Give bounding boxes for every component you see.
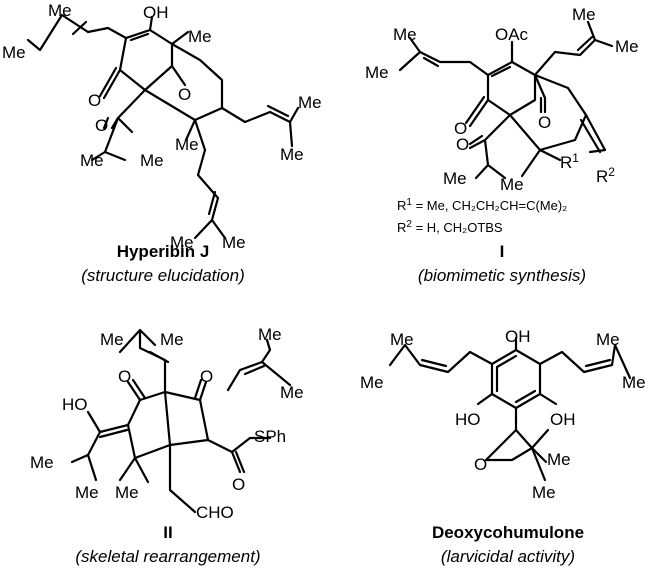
- atom-me: Me: [360, 373, 384, 392]
- atom-me: Me: [443, 169, 467, 188]
- atom-oh: OH: [505, 327, 531, 346]
- atom-me: Me: [258, 325, 282, 344]
- atom-me: Me: [80, 151, 104, 170]
- atom-o: O: [178, 85, 191, 104]
- compound-caption-ii: (skeletal rearrangement): [75, 547, 260, 566]
- compound-name-deoxycohumulone: Deoxycohumulone: [432, 523, 584, 542]
- atom-o: O: [454, 119, 467, 138]
- atom-me: Me: [175, 135, 199, 154]
- atom-o: O: [232, 475, 245, 494]
- atom-me: Me: [140, 151, 164, 170]
- atom-o: O: [538, 113, 551, 132]
- bonds-compound-i: [398, 20, 614, 180]
- atom-me: Me: [615, 37, 639, 56]
- substituent-note-r1: R1 = Me, CH₂CH₂CH=C(Me)₂: [397, 197, 567, 213]
- atom-r2: R2: [596, 165, 615, 186]
- atom-me: Me: [75, 483, 99, 502]
- atom-o: O: [95, 116, 108, 135]
- atom-me: Me: [572, 5, 596, 24]
- atom-me: Me: [365, 63, 389, 82]
- atom-me: Me: [222, 233, 246, 252]
- note-r2-text: = H, CH₂OTBS: [412, 220, 503, 235]
- atom-me: Me: [2, 43, 26, 62]
- compound-caption-deoxycohumulone: (larvicidal activity): [441, 547, 575, 566]
- atom-me: Me: [390, 330, 414, 349]
- compound-name-ii: II: [163, 523, 172, 542]
- atom-me: Me: [532, 483, 556, 502]
- atom-me: Me: [115, 483, 139, 502]
- note-r1-text: = Me, CH₂CH₂CH=C(Me)₂: [412, 198, 567, 213]
- atom-ho: HO: [62, 395, 88, 414]
- structure-compound-ii: Me Me Me Me HO O O SPh Me Me Me O CHO II…: [30, 325, 304, 566]
- atom-cho: CHO: [196, 503, 234, 522]
- structure-compound-i: OAc Me Me Me Me O O O R1 R2 Me Me R1 = M…: [365, 5, 639, 285]
- compound-caption-hyperibin-j: (structure elucidation): [81, 266, 244, 285]
- atom-me: Me: [100, 330, 124, 349]
- atom-me: Me: [188, 27, 212, 46]
- atom-me: Me: [280, 145, 304, 164]
- compound-caption-i: (biomimetic synthesis): [418, 266, 586, 285]
- structure-hyperibin-j: OH Me Me Me O O O Me Me Me Me Me Me Me H…: [2, 1, 322, 285]
- atom-o: O: [456, 135, 469, 154]
- structure-deoxycohumulone: OH Me Me Me Me HO OH O Me Me Deoxycohumu…: [360, 327, 646, 566]
- atom-o: O: [474, 455, 487, 474]
- atom-me: Me: [622, 373, 646, 392]
- compound-name-i: I: [500, 242, 505, 261]
- atom-ho: HO: [455, 410, 481, 429]
- atom-me: Me: [500, 175, 524, 194]
- atom-me: Me: [298, 93, 322, 112]
- bonds-deoxycohumulone: [388, 336, 632, 482]
- note-r2-symbol: R: [397, 220, 406, 235]
- atom-oh: OH: [143, 3, 169, 22]
- compound-name-hyperibin-j: Hyperibin J: [117, 242, 210, 261]
- atom-me: Me: [393, 25, 417, 44]
- atom-oh: OH: [550, 410, 576, 429]
- atom-me: Me: [30, 453, 54, 472]
- atom-o: O: [118, 367, 131, 386]
- bonds-hyperibin-j: [26, 13, 300, 240]
- atom-me: Me: [160, 330, 184, 349]
- atom-me: Me: [596, 330, 620, 349]
- note-r2-sup: 2: [406, 219, 412, 230]
- note-r1-sup: 1: [406, 197, 412, 208]
- atom-me: Me: [547, 450, 571, 469]
- atom-o: O: [88, 91, 101, 110]
- atom-me: Me: [280, 383, 304, 402]
- atom-sph: SPh: [254, 427, 286, 446]
- bonds-compound-ii: [70, 328, 292, 514]
- atom-me: Me: [170, 233, 194, 252]
- substituent-note-r2: R2 = H, CH₂OTBS: [397, 219, 503, 235]
- atom-me: Me: [48, 1, 72, 20]
- atom-oac: OAc: [495, 25, 529, 44]
- atom-r1: R1: [560, 151, 579, 172]
- note-r1-symbol: R: [397, 198, 406, 213]
- atom-o: O: [200, 367, 213, 386]
